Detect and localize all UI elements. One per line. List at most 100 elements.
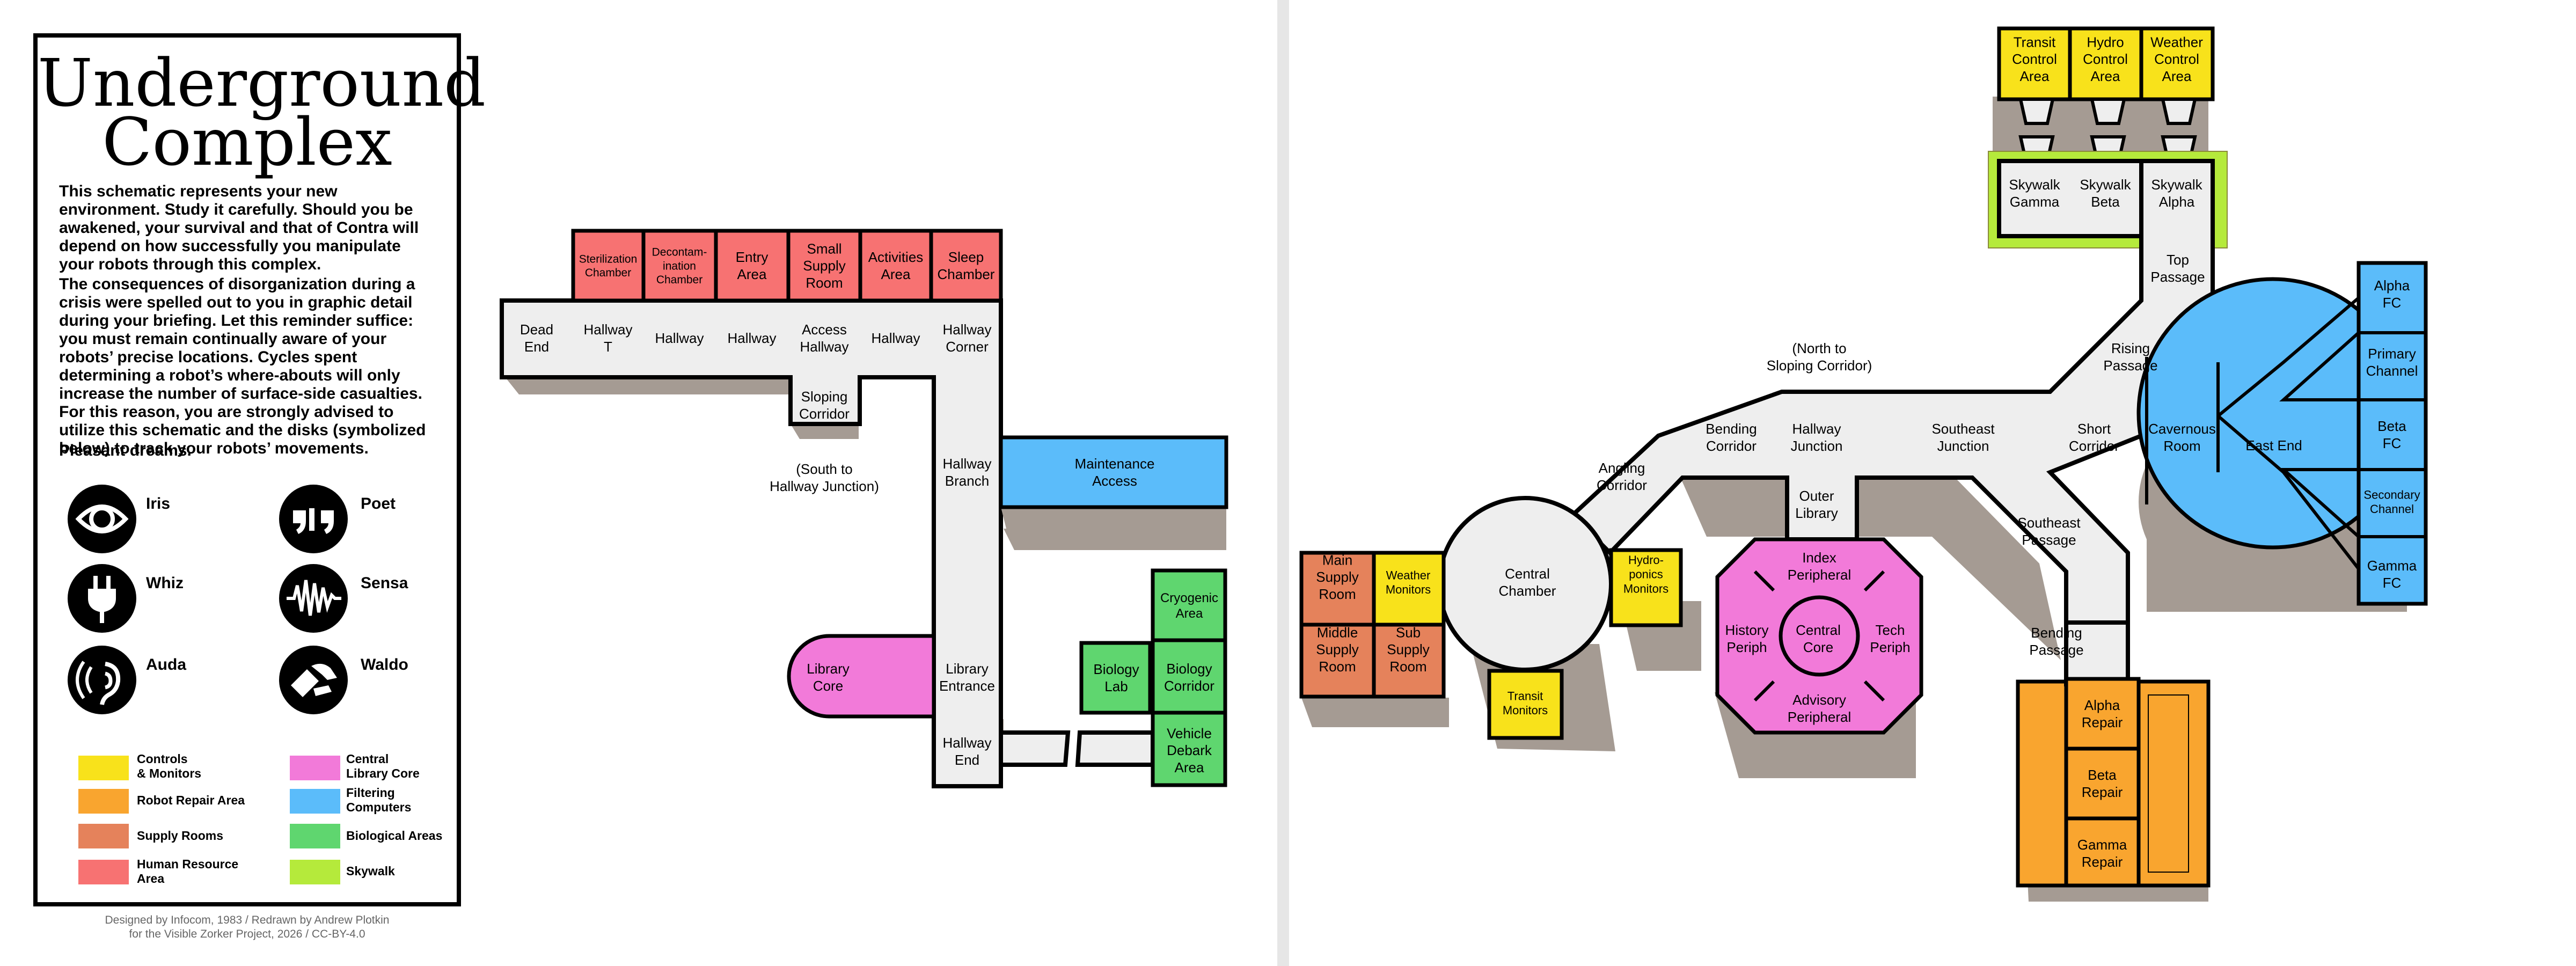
key-swatch-repair	[78, 789, 129, 814]
robot-name-iris: Iris	[146, 495, 171, 513]
key-label-library: Central Library Core	[346, 752, 420, 780]
key-label-human: Human Resource Area	[137, 857, 239, 885]
room-biology-lab[interactable]	[1079, 641, 1152, 715]
key-label-biological: Biological Areas	[346, 829, 443, 843]
skywalk-connectors	[2018, 98, 2197, 163]
credit-line-2: for the Visible Zorker Project, 2026 / C…	[129, 928, 365, 940]
robot-name-sensa: Sensa	[361, 574, 408, 592]
room-alpha-repair[interactable]	[2064, 677, 2141, 751]
label-hallway-c: Hallway	[871, 330, 920, 346]
robot-name-whiz: Whiz	[146, 574, 184, 592]
key-label-repair: Robot Repair Area	[137, 793, 245, 807]
key-label-supply: Supply Rooms	[137, 829, 224, 843]
key-label-filtering: Filtering Computers	[346, 786, 412, 814]
room-gamma-repair[interactable]	[2064, 816, 2141, 888]
plug-icon	[88, 576, 116, 623]
label-hallway-a: Hallway	[655, 330, 704, 346]
room-hydroponics-monitors[interactable]	[1609, 548, 1683, 627]
robot-name-auda: Auda	[146, 656, 186, 674]
key-swatch-biological	[290, 824, 340, 848]
room-sleep-chamber[interactable]	[929, 229, 1003, 303]
legend-panel: Underground Complex This schematic repre…	[33, 33, 486, 906]
room-entry-area[interactable]	[714, 229, 791, 303]
key-swatch-supply	[78, 824, 129, 848]
room-transit-monitors[interactable]	[1487, 669, 1564, 740]
robot-name-poet: Poet	[361, 495, 396, 513]
west-vehicle-ramp	[1075, 730, 1155, 767]
repair-bench	[2148, 694, 2189, 873]
whiz-disk	[68, 564, 136, 633]
label-east-end: East End	[2245, 437, 2302, 453]
room-decontamination-chamber[interactable]	[641, 229, 718, 303]
auda-disk	[68, 646, 136, 714]
room-biology-corridor[interactable]	[1151, 638, 1227, 715]
intro-paragraph-3: Pleasant dreams.	[59, 442, 192, 459]
room-middle-supply-room[interactable]	[1299, 623, 1376, 699]
title-line-2: Complex	[102, 104, 392, 180]
key-swatch-library	[290, 756, 340, 780]
key-swatch-skywalk	[290, 860, 340, 884]
key-swatch-human	[78, 860, 129, 884]
intro-paragraph-1: This schematic represents your new envir…	[59, 182, 419, 273]
quote-marks-icon	[293, 508, 334, 534]
room-central-core[interactable]	[1779, 595, 1860, 677]
eye-icon	[75, 504, 129, 533]
room-beta-repair[interactable]	[2064, 747, 2141, 821]
key-swatch-filtering	[290, 789, 340, 814]
room-small-supply-room[interactable]	[786, 229, 862, 303]
key-label-controls: Controls & Monitors	[137, 752, 202, 780]
hand-icon	[291, 663, 337, 697]
room-hydro-control-area[interactable]	[2068, 26, 2143, 101]
room-weather-monitors[interactable]	[1372, 551, 1446, 627]
room-maintenance-access[interactable]	[999, 435, 1228, 509]
room-cryogenic-area[interactable]	[1151, 568, 1227, 642]
room-library-core[interactable]	[787, 634, 936, 719]
intro-paragraph-2: The consequences of disorganization duri…	[59, 275, 426, 457]
maintenance-shadow	[1001, 507, 1226, 529]
room-vehicle-debark-area[interactable]	[1151, 711, 1227, 787]
room-sub-supply-room[interactable]	[1372, 623, 1446, 699]
room-sterilization-chamber[interactable]	[571, 229, 646, 303]
